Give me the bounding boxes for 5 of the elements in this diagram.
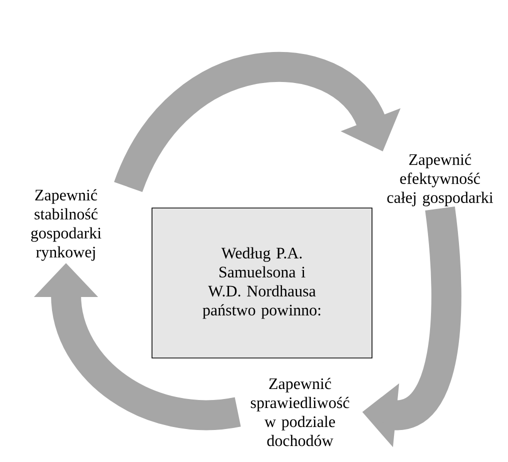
goal-text: Zapewnić efektywność całej gospodarki [387,154,494,206]
goal-text: Zapewnić stabilność gospodarki rynkowej [31,189,102,261]
curved-arrow [114,52,401,194]
text-box: Według P.A. Samuelsona i W.D. Nordhausa państwo powinno: [152,208,372,358]
goal-text: Zapewnić sprawiedliwość w podziale dochodów [250,378,350,446]
